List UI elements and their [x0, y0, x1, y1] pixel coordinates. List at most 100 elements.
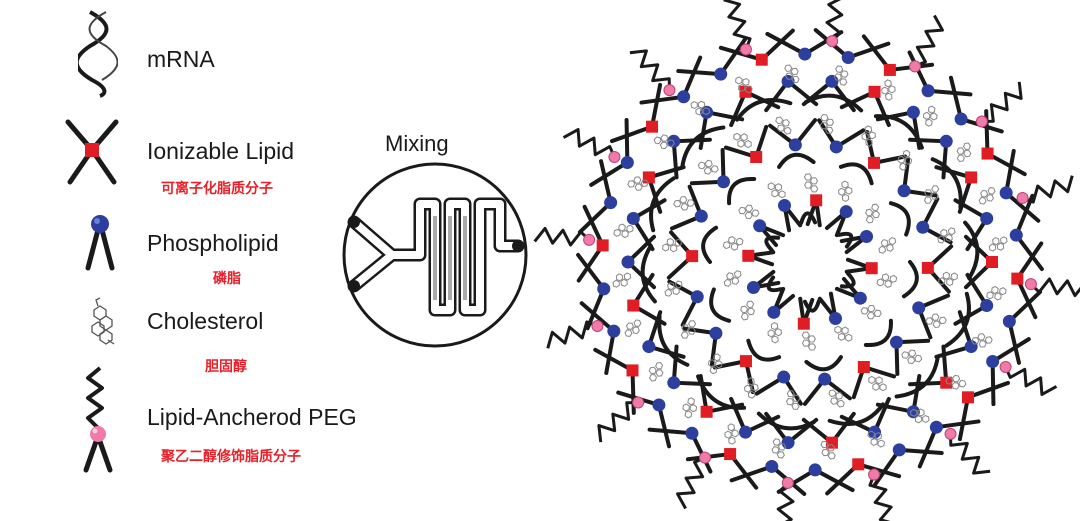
peg-lipid-head: [591, 320, 604, 333]
peg-lipid-head: [826, 35, 839, 48]
mrna-strand: [649, 176, 676, 233]
lipid-tail: [676, 68, 723, 77]
peg-lipid-head: [868, 468, 881, 481]
lipid-tail: [604, 329, 616, 375]
cholesterol-molecule: [860, 304, 882, 320]
peg-lipid-head: [739, 43, 752, 56]
mrna-strand: [735, 98, 793, 122]
cholesterol-molecule: [988, 236, 1008, 252]
cholesterol-molecule: [673, 196, 695, 211]
cholesterol-molecule: [697, 159, 719, 175]
ionizable-lipid-head: [755, 53, 768, 66]
ionizable-lipid-head: [921, 261, 934, 274]
ionizable-lipid-head: [739, 355, 752, 368]
cholesterol-molecule: [613, 223, 634, 239]
mrna-strand: [764, 235, 781, 253]
cholesterol-molecule: [735, 76, 753, 94]
lipid-tail: [765, 31, 807, 57]
ionizable-lipid-head: [981, 147, 994, 160]
phospholipid-head: [839, 205, 853, 219]
mixer-inlet-bottom: [348, 280, 360, 292]
ionizable-lipid-head: [852, 458, 865, 471]
cholesterol-molecule: [785, 390, 801, 410]
ionizable-lipid-head: [700, 405, 713, 418]
cholesterol-molecule: [624, 319, 642, 337]
phospholipid-head: [828, 312, 842, 326]
cholesterol-molecule: [956, 142, 972, 162]
lipid-tail: [729, 464, 774, 483]
peg-lipid-head: [663, 84, 676, 97]
cholesterol-molecule: [722, 236, 744, 251]
peg-lipid-head: [632, 396, 645, 409]
cholesterol-molecule: [740, 300, 755, 321]
phospholipid-head: [694, 209, 708, 223]
peg-lipid-head: [608, 150, 621, 163]
mrna-strand: [827, 402, 885, 426]
legend-sublabel-peg-lipid: 聚乙二醇修饰脂质分子: [161, 449, 301, 465]
peg-chain: [723, 0, 752, 50]
peg-lipid-head: [1016, 191, 1029, 204]
phospholipid-head: [1002, 314, 1016, 328]
cholesterol-molecule: [922, 105, 938, 127]
lipid-tail: [647, 427, 694, 436]
ionizable-lipid-head: [739, 85, 752, 98]
phospholipid-head: [939, 134, 953, 148]
cholesterol-molecule: [971, 333, 993, 348]
cholesterol-molecule: [744, 377, 759, 399]
mrna-strand: [701, 225, 719, 264]
phospholipid-head: [906, 105, 920, 119]
cholesterol-molecule: [682, 397, 698, 419]
phospholipid-head: [709, 326, 723, 340]
lipid-tail: [650, 82, 663, 129]
lipid-tail: [681, 55, 703, 99]
lipid-tail: [582, 204, 605, 248]
phospholipid-head: [818, 372, 832, 386]
lipid-tail: [926, 88, 973, 97]
phospholipid-head: [620, 155, 634, 169]
cholesterol-molecule: [865, 203, 880, 224]
lipid-tail: [934, 419, 981, 430]
lipid-tail: [1004, 190, 1041, 223]
lipid-tail: [846, 41, 891, 60]
peg-lipid-head: [781, 476, 794, 489]
cholesterol-molecule: [828, 389, 845, 408]
ionizable-lipid-head: [868, 156, 881, 169]
peg-chain: [914, 14, 944, 68]
legend-label-cholesterol: Cholesterol: [147, 308, 264, 334]
ionizable-lipid-head: [627, 299, 640, 312]
phospholipid-head: [964, 340, 978, 354]
cholesterol-molecule: [775, 116, 792, 135]
legend-label-mrna: mRNA: [147, 46, 215, 72]
cholesterol-molecule: [771, 438, 787, 459]
lipid-tail: [948, 75, 964, 122]
phospholipid-head: [767, 305, 781, 319]
mixer-inlet-top: [348, 216, 360, 228]
lipid-tail: [689, 431, 713, 474]
ionizable-lipid-head: [742, 249, 755, 262]
peg-lipid-head: [583, 233, 596, 246]
lipid-tail: [897, 447, 944, 456]
mixer-channel: [347, 197, 525, 317]
cholesterol-molecule: [784, 64, 800, 84]
ionizable-lipid-head: [883, 63, 896, 76]
peg-lipid-head: [698, 451, 711, 464]
phospholipid-head: [667, 376, 681, 390]
phospholipid-head: [781, 436, 795, 450]
peg-lipid-head: [975, 115, 988, 128]
cholesterol-molecule: [876, 273, 898, 288]
peg-chain: [1004, 366, 1058, 396]
phospholipid-head: [677, 90, 691, 104]
lipid-tail: [1014, 193, 1035, 238]
phospholipid-head: [778, 198, 792, 212]
phospholipid-head: [597, 282, 611, 296]
mrna-strand: [901, 260, 919, 299]
peg-lipid-head: [909, 60, 922, 73]
phospholipid-head: [642, 340, 656, 354]
mrna-helix-icon: [78, 10, 118, 98]
lipid-tail: [1015, 276, 1038, 320]
phospholipid-head: [765, 459, 779, 473]
cholesterol-molecule: [881, 79, 896, 101]
ionizable-lipid-head: [686, 250, 699, 263]
peg-chain: [676, 456, 706, 510]
phospholipid-head: [652, 398, 666, 412]
